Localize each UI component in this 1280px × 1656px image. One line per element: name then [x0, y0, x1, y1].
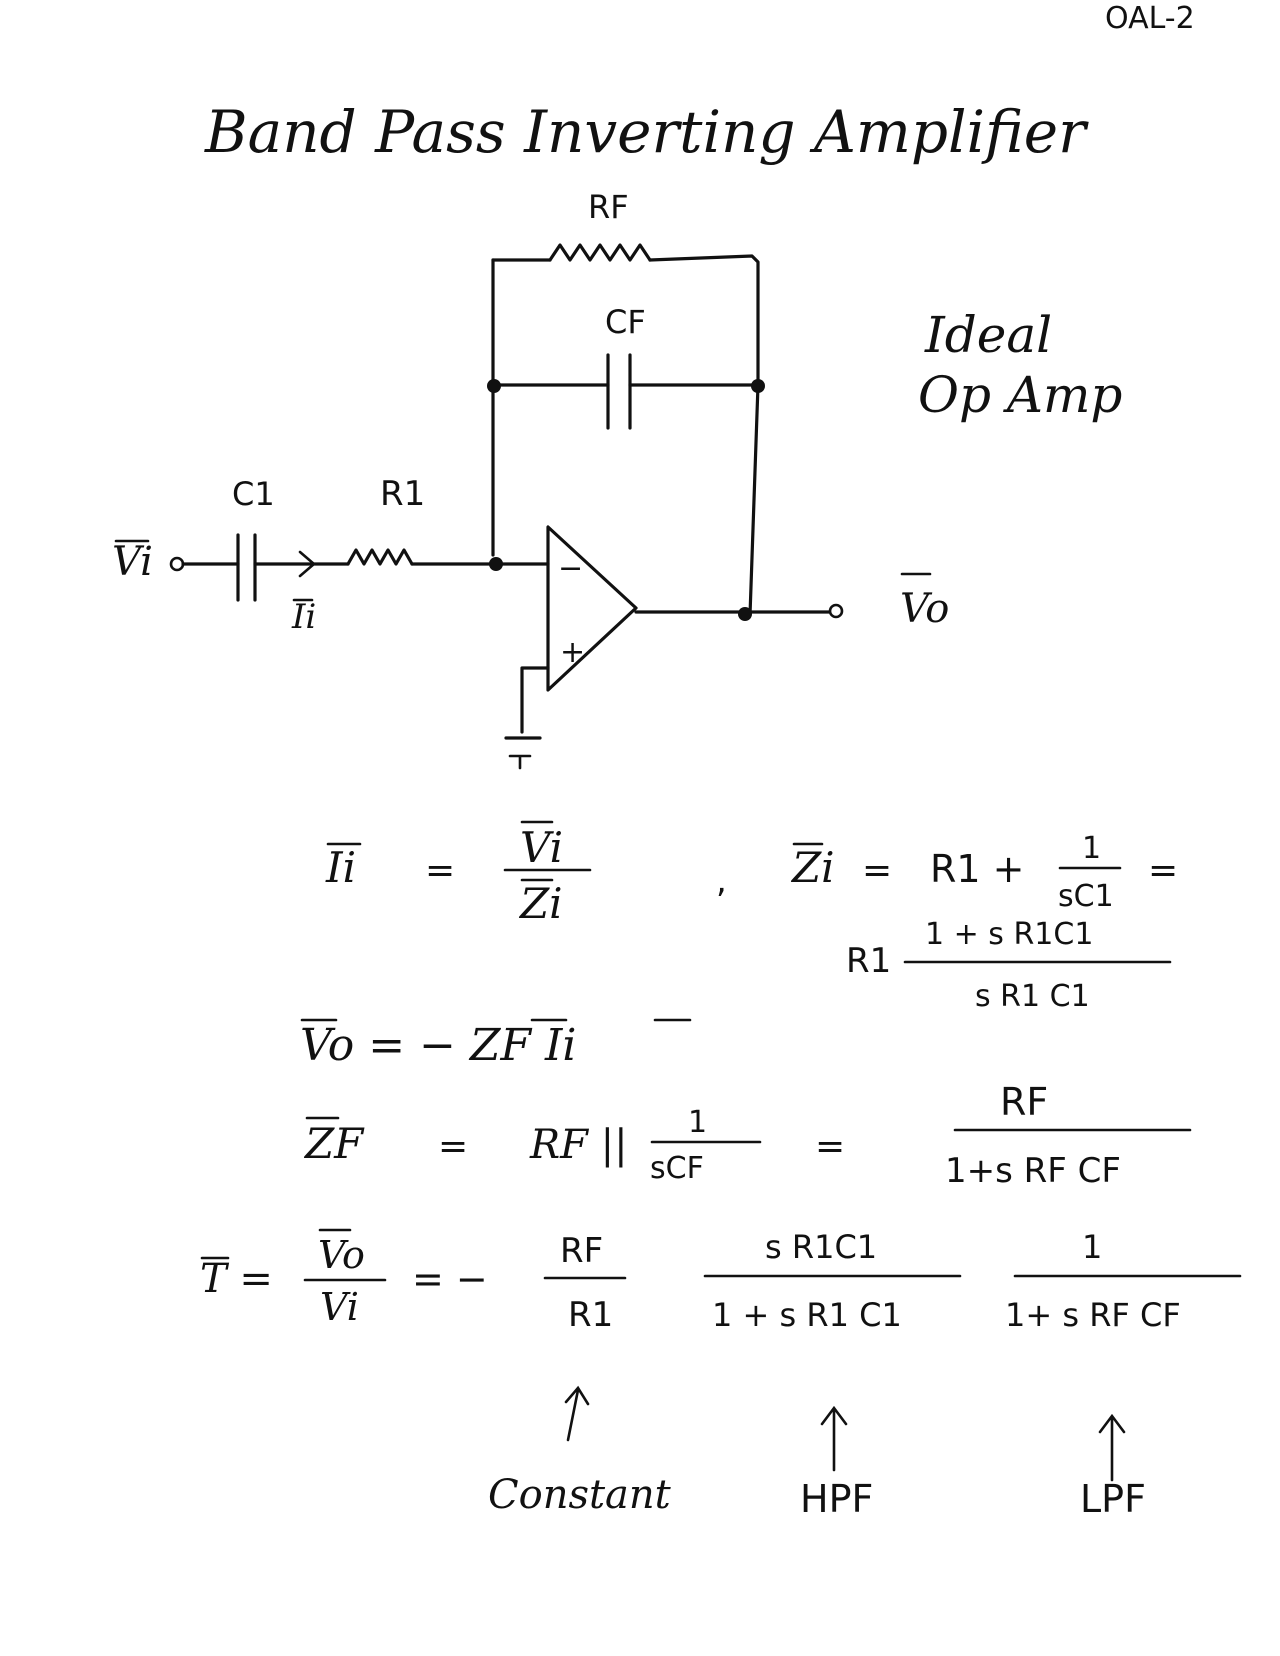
eq1-numerator: Vi [520, 823, 563, 872]
f3-denominator: 1+ s RF CF [1005, 1296, 1181, 1334]
right-feedback-wire [748, 383, 760, 617]
eq2-equals: = [862, 850, 892, 891]
ii-label: Ii [291, 597, 316, 637]
f2-numerator: s R1C1 [765, 1228, 877, 1266]
eq1-lhs: Ii [325, 843, 356, 892]
f2-denominator: 1 + s R1 C1 [712, 1296, 902, 1334]
f3-numerator: 1 [1082, 1228, 1102, 1266]
eq2-comma: , [716, 861, 727, 901]
eq2-equals-2: = [1148, 850, 1178, 891]
eq6-lhs: T = [200, 1256, 273, 1302]
vi-label: Vi [112, 539, 153, 585]
eq3-denominator: s R1 C1 [975, 979, 1090, 1014]
eq6-denominator: Vi [320, 1285, 359, 1329]
eq5-parallel: RF || [529, 1122, 628, 1168]
constant-label: Constant [488, 1472, 672, 1518]
eq6-equals: = − [412, 1257, 488, 1301]
ideal-note: Ideal [924, 306, 1052, 364]
eq2-r1-term: R1 + [930, 847, 1025, 891]
constant-arrow [564, 1385, 590, 1442]
eq2-denominator: sC1 [1058, 879, 1114, 914]
eq5-lhs: ZF [303, 1119, 365, 1168]
op-amp-note: Op Amp [918, 366, 1122, 424]
input-terminal [169, 556, 185, 572]
eq1-equals: = [425, 850, 455, 891]
rf-wire-right [648, 254, 760, 387]
hpf-arrow [820, 1405, 848, 1472]
circuit-diagram: RF CF Vi C1 R1 Ii − + [112, 188, 949, 770]
page-title: Band Pass Inverting Amplifier [204, 98, 1089, 166]
eq5-equals-2: = [815, 1126, 845, 1167]
eq4: Vo = − ZF Ii [300, 1020, 576, 1071]
vo-label: Vo [900, 586, 949, 632]
c1-label: C1 [232, 475, 275, 513]
junction-dot-output [738, 607, 752, 621]
lpf-label: LPF [1080, 1477, 1146, 1521]
equations: Ii = Vi Zi , Zi = R1 + 1 sC1 = R1 1 + s … [200, 820, 1242, 1521]
eq3-numerator: 1 + s R1C1 [925, 917, 1093, 952]
inverting-input-symbol: − [558, 551, 583, 586]
f1-numerator: RF [560, 1231, 603, 1271]
r1-zigzag [346, 548, 414, 566]
output-terminal [828, 603, 844, 619]
eq1-denominator: Zi [518, 879, 563, 928]
current-arrow [298, 550, 316, 578]
f1-denominator: R1 [568, 1295, 613, 1335]
eq5-rhs-numerator: RF [1000, 1080, 1048, 1124]
ground-mark [508, 754, 532, 770]
junction-dot-cf-left [487, 379, 501, 393]
op-amp-triangle [546, 525, 638, 692]
feedback-capacitor-cf [491, 353, 760, 430]
feedback-resistor-rf [491, 243, 760, 557]
r1-label: R1 [380, 474, 425, 514]
cf-label: CF [605, 303, 646, 341]
corner-mark: OAL-2 [1105, 1, 1195, 36]
noninverting-input-symbol: + [560, 635, 585, 670]
eq5-numerator: 1 [688, 1105, 707, 1140]
eq6-numerator: Vo [318, 1233, 365, 1277]
lpf-arrow [1098, 1413, 1126, 1482]
eq5-equals: = [438, 1126, 468, 1167]
eq2-lhs: Zi [790, 843, 835, 892]
junction-dot-inverting [489, 557, 503, 571]
rf-label: RF [588, 188, 629, 226]
eq3-r1: R1 [846, 941, 891, 981]
eq2-numerator: 1 [1082, 831, 1101, 866]
hpf-label: HPF [800, 1477, 873, 1521]
ground-wire [520, 666, 550, 734]
eq5-denominator: sCF [650, 1151, 704, 1186]
rf-zigzag [548, 243, 652, 262]
eq5-rhs-denominator: 1+s RF CF [945, 1151, 1121, 1191]
